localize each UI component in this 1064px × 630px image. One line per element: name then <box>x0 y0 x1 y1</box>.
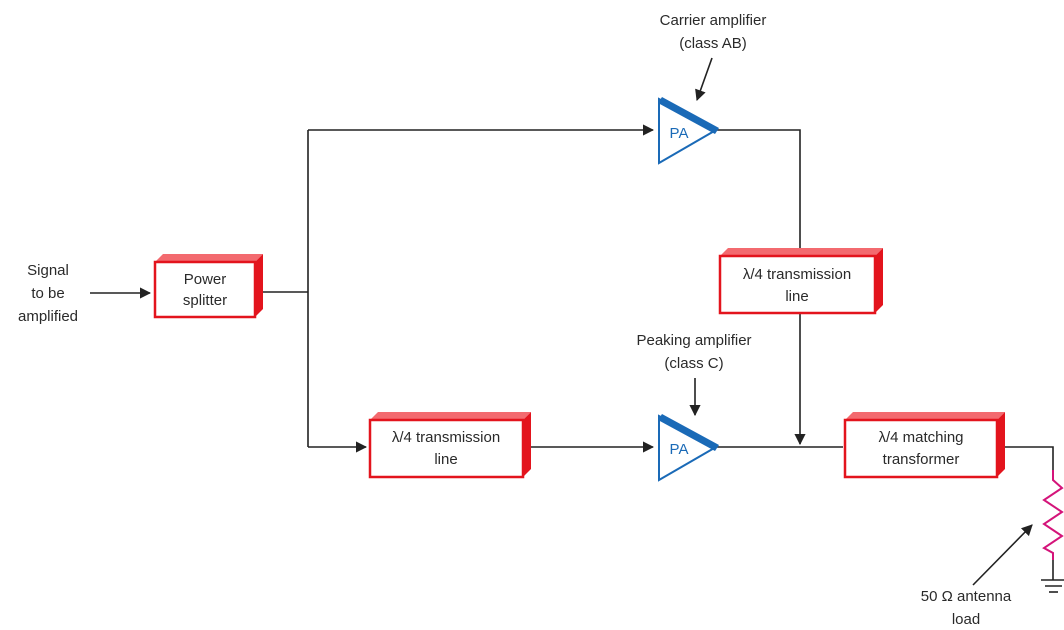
input-label-2: to be <box>31 285 64 302</box>
ground-icon <box>1041 579 1064 593</box>
connection-wires <box>90 124 1054 580</box>
load-callout-arrow <box>972 524 1033 586</box>
tline-lower-label-1: λ/4 transmission <box>392 429 500 446</box>
tline-upper-label-2: line <box>785 288 808 305</box>
load-label-1: 50 Ω antenna <box>921 588 1012 605</box>
tline-lower-block: λ/4 transmission line <box>368 412 531 479</box>
matching-transformer-block: λ/4 matching transformer <box>843 412 1005 479</box>
carrier-amplifier: PA <box>658 97 719 165</box>
carrier-callout-arrow <box>695 57 713 102</box>
power-splitter-label-1: Power <box>184 271 227 288</box>
carrier-amp-title-1: Carrier amplifier <box>660 12 767 29</box>
peaking-amp-title-2: (class C) <box>664 355 723 372</box>
matching-label-1: λ/4 matching <box>878 429 963 446</box>
load-resistor <box>1042 470 1064 560</box>
peaking-amp-title-1: Peaking amplifier <box>636 332 751 349</box>
load-label-2: load <box>952 611 980 628</box>
peaking-pa-label: PA <box>670 441 689 458</box>
tline-upper-block: λ/4 transmission line <box>718 248 883 315</box>
power-splitter-block: Power splitter <box>153 254 263 319</box>
tline-lower-label-2: line <box>434 451 457 468</box>
matching-output-wire <box>1005 446 1054 470</box>
peaking-pa-edge <box>658 414 719 451</box>
matching-label-2: transformer <box>883 451 960 468</box>
power-splitter-label-2: splitter <box>183 292 227 309</box>
input-label-3: amplified <box>18 308 78 325</box>
tline-upper-label-1: λ/4 transmission <box>743 266 851 283</box>
carrier-output-wire <box>716 129 801 250</box>
peaking-amplifier: PA <box>658 414 719 482</box>
carrier-amp-title-2: (class AB) <box>679 35 747 52</box>
carrier-pa-edge <box>658 97 719 134</box>
carrier-pa-label: PA <box>670 125 689 142</box>
input-label-1: Signal <box>27 262 69 279</box>
